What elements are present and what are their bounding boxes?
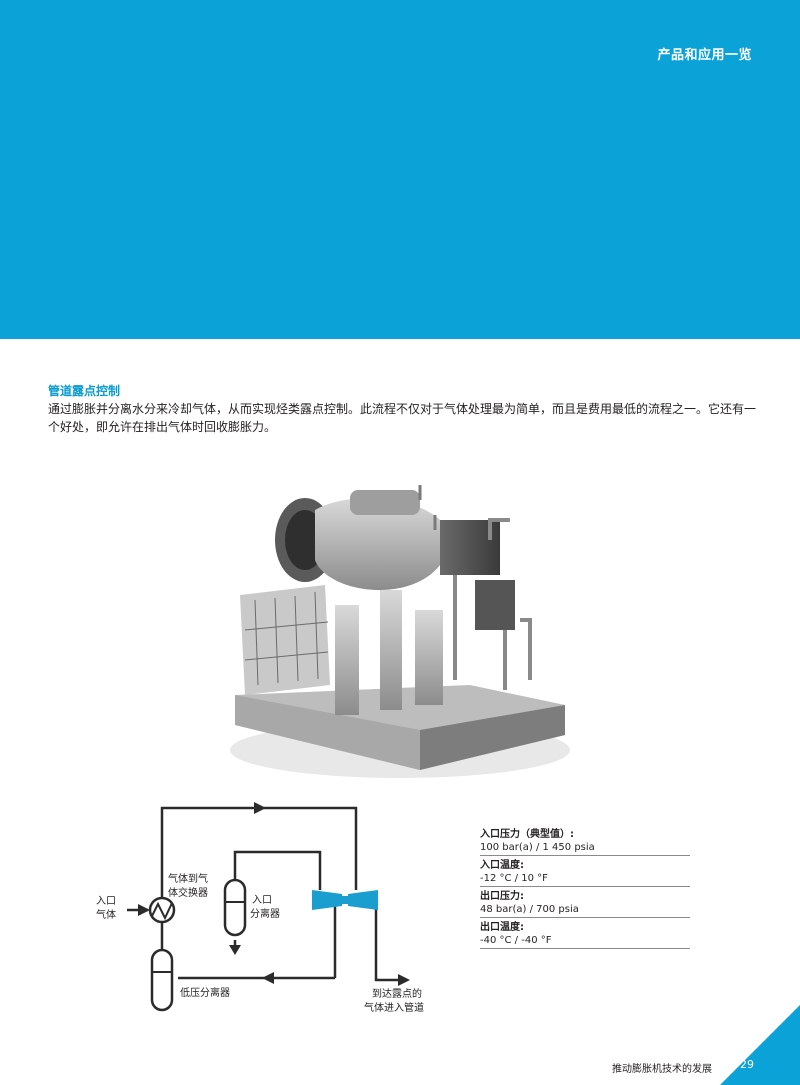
outlet-label: 到达露点的 (372, 987, 422, 1000)
spec-row: 出口温度: -40 °C / -40 °F (480, 921, 690, 949)
flow-arrow-icon (229, 945, 241, 955)
spec-row: 入口温度: -12 °C / 10 °F (480, 859, 690, 887)
page-title: 产品和应用一览 (657, 48, 752, 63)
spec-table: 入口压力（典型值）: 100 bar(a) / 1 450 psia 入口温度:… (480, 828, 690, 952)
low-pressure-separator-label: 低压分离器 (180, 986, 230, 999)
turboexpander-skid-photo (230, 485, 570, 778)
corner-triangle (720, 1005, 800, 1085)
section-body: 通过膨胀并分离水分来冷却气体，从而实现烃类露点控制。此流程不仅对于气体处理最为简… (48, 402, 757, 434)
process-flow-diagram: 入口 气体 气体到气 体交换器 入口 分离器 低压分离器 到达露点的 气体进入管… (96, 802, 424, 1014)
inlet-gas-label: 入口 (96, 896, 116, 907)
flow-arrow-icon (398, 974, 410, 986)
footer-text: 推动膨胀机技术的发展 (612, 1064, 712, 1075)
spec-label: 出口压力: (480, 891, 524, 902)
spec-label: 出口温度: (480, 922, 524, 933)
spec-value: -40 °C / -40 °F (480, 935, 552, 946)
spec-value: 48 bar(a) / 700 psia (480, 904, 579, 915)
low-pressure-separator-icon (150, 948, 174, 1012)
outlet-label: 气体进入管道 (364, 1001, 424, 1014)
exchanger-label: 气体到气 (168, 872, 208, 885)
inlet-separator-label: 分离器 (250, 907, 280, 920)
flow-arrow-icon (138, 904, 150, 916)
section-heading: 管道露点控制 (48, 384, 121, 398)
page-number: 29 (740, 1058, 754, 1071)
expander-icon (312, 890, 378, 910)
inlet-separator-label: 入口 (252, 895, 272, 906)
spec-value: -12 °C / 10 °F (480, 873, 548, 884)
inlet-separator-icon (223, 878, 247, 937)
exchanger-label: 体交换器 (168, 886, 208, 899)
header-banner: 产品和应用一览 (0, 0, 800, 339)
flow-arrow-icon (262, 972, 274, 984)
spec-label: 入口温度: (480, 860, 524, 871)
spec-value: 100 bar(a) / 1 450 psia (480, 842, 595, 853)
spec-row: 入口压力（典型值）: 100 bar(a) / 1 450 psia (480, 828, 690, 856)
flow-arrow-icon (254, 802, 266, 814)
spec-label: 入口压力（典型值）: (480, 829, 574, 840)
spec-row: 出口压力: 48 bar(a) / 700 psia (480, 890, 690, 918)
inlet-gas-label: 气体 (96, 908, 116, 921)
